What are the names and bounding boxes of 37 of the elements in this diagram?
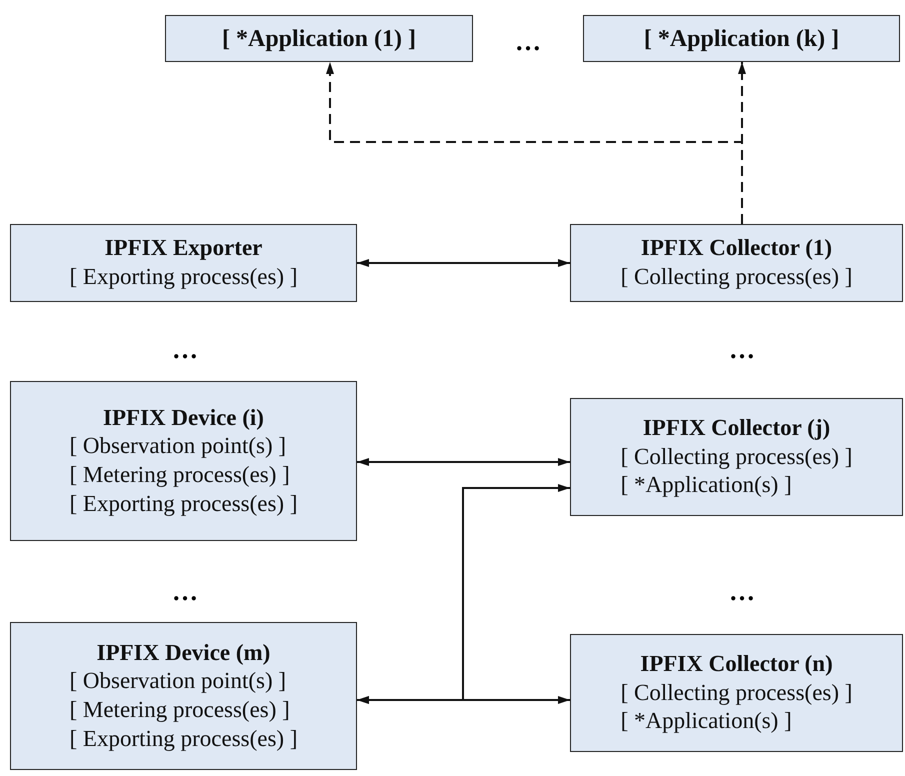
box-text: [ Exporting process(es) ] xyxy=(69,724,298,753)
arrow xyxy=(357,259,570,267)
process-box xyxy=(10,622,357,770)
ellipsis: … xyxy=(729,579,755,605)
box-title: IPFIX Collector (j) xyxy=(642,414,830,442)
box-text: [ Metering process(es) ] xyxy=(69,461,290,489)
process-box xyxy=(570,634,903,752)
box-title: IPFIX Collector (1) xyxy=(640,234,832,262)
box-title: IPFIX Exporter xyxy=(104,234,262,262)
box-text: [ Collecting process(es) ] xyxy=(620,678,852,707)
box-text: [ *Application(s) ] xyxy=(620,707,792,736)
box-text: [ Exporting process(es) ] xyxy=(69,490,298,518)
process-box xyxy=(165,15,473,62)
box-text: [ Exporting process(es) ] xyxy=(69,263,298,291)
process-box xyxy=(583,15,900,62)
box-title: IPFIX Device (i) xyxy=(103,404,264,432)
dashed-arrow xyxy=(738,62,746,224)
ellipsis: … xyxy=(515,29,541,55)
box-text: [ Metering process(es) ] xyxy=(69,696,290,724)
box-title: IPFIX Device (m) xyxy=(96,638,270,667)
box-text: [ Collecting process(es) ] xyxy=(620,263,852,291)
box-text: [ *Application(s) ] xyxy=(620,471,792,500)
process-box xyxy=(570,224,903,302)
box-title: [ *Application (1) ] xyxy=(222,24,416,54)
box-text: [ Observation point(s) ] xyxy=(69,432,286,460)
arrow xyxy=(357,458,570,466)
box-text: [ Collecting process(es) ] xyxy=(620,442,852,471)
process-box xyxy=(10,224,357,302)
ellipsis: … xyxy=(172,579,198,605)
box-title: [ *Application (k) ] xyxy=(644,24,840,54)
ellipsis: … xyxy=(729,337,755,363)
box-title: IPFIX Collector (n) xyxy=(640,650,833,678)
process-box xyxy=(10,381,357,541)
process-box xyxy=(570,398,903,516)
arrow xyxy=(357,484,570,704)
ellipsis: … xyxy=(172,337,198,363)
box-text: [ Observation point(s) ] xyxy=(69,667,286,696)
